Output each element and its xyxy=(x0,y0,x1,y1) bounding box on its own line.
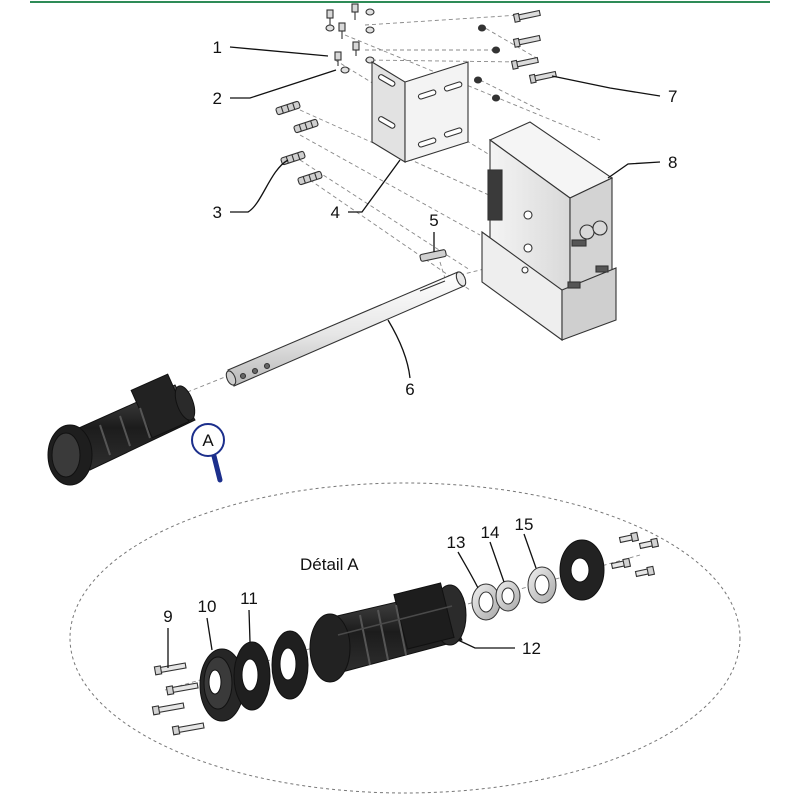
magnifier-icon: A xyxy=(191,423,225,483)
bolts xyxy=(473,9,557,102)
gaskets xyxy=(233,630,309,711)
angle-bracket xyxy=(371,61,469,163)
end-screws xyxy=(151,662,205,736)
magnifier-label: A xyxy=(202,431,214,450)
callout-10: 10 xyxy=(198,597,217,616)
callout-9: 9 xyxy=(163,607,172,626)
motor-housing xyxy=(481,121,617,342)
bearings xyxy=(471,566,557,621)
callout-6: 6 xyxy=(405,380,414,399)
callout-7: 7 xyxy=(668,87,677,106)
callout-14: 14 xyxy=(481,523,500,542)
callout-13: 13 xyxy=(447,533,466,552)
callout-15: 15 xyxy=(515,515,534,534)
callout-2: 2 xyxy=(213,89,222,108)
callout-12: 12 xyxy=(522,639,541,658)
detail-title: Détail A xyxy=(300,555,359,574)
callout-3: 3 xyxy=(213,203,222,222)
callouts: 1 2 3 4 5 6 7 8 9 10 11 12 13 14 15 xyxy=(163,38,677,668)
callout-8: 8 xyxy=(668,153,677,172)
detail-frame xyxy=(69,482,741,794)
end-flange xyxy=(199,648,245,722)
roller-body xyxy=(309,582,467,683)
roller-assembly xyxy=(47,373,196,486)
callout-1: 1 xyxy=(213,38,222,57)
washers xyxy=(325,8,375,74)
callout-11: 11 xyxy=(240,589,258,608)
end-flange-right xyxy=(559,539,605,601)
shaft xyxy=(225,271,467,387)
callout-4: 4 xyxy=(331,203,340,222)
key-pin xyxy=(419,249,447,262)
wall-plugs xyxy=(275,100,323,186)
callout-5: 5 xyxy=(429,211,438,230)
end-screws-right xyxy=(610,531,660,578)
small-screws xyxy=(326,3,360,66)
